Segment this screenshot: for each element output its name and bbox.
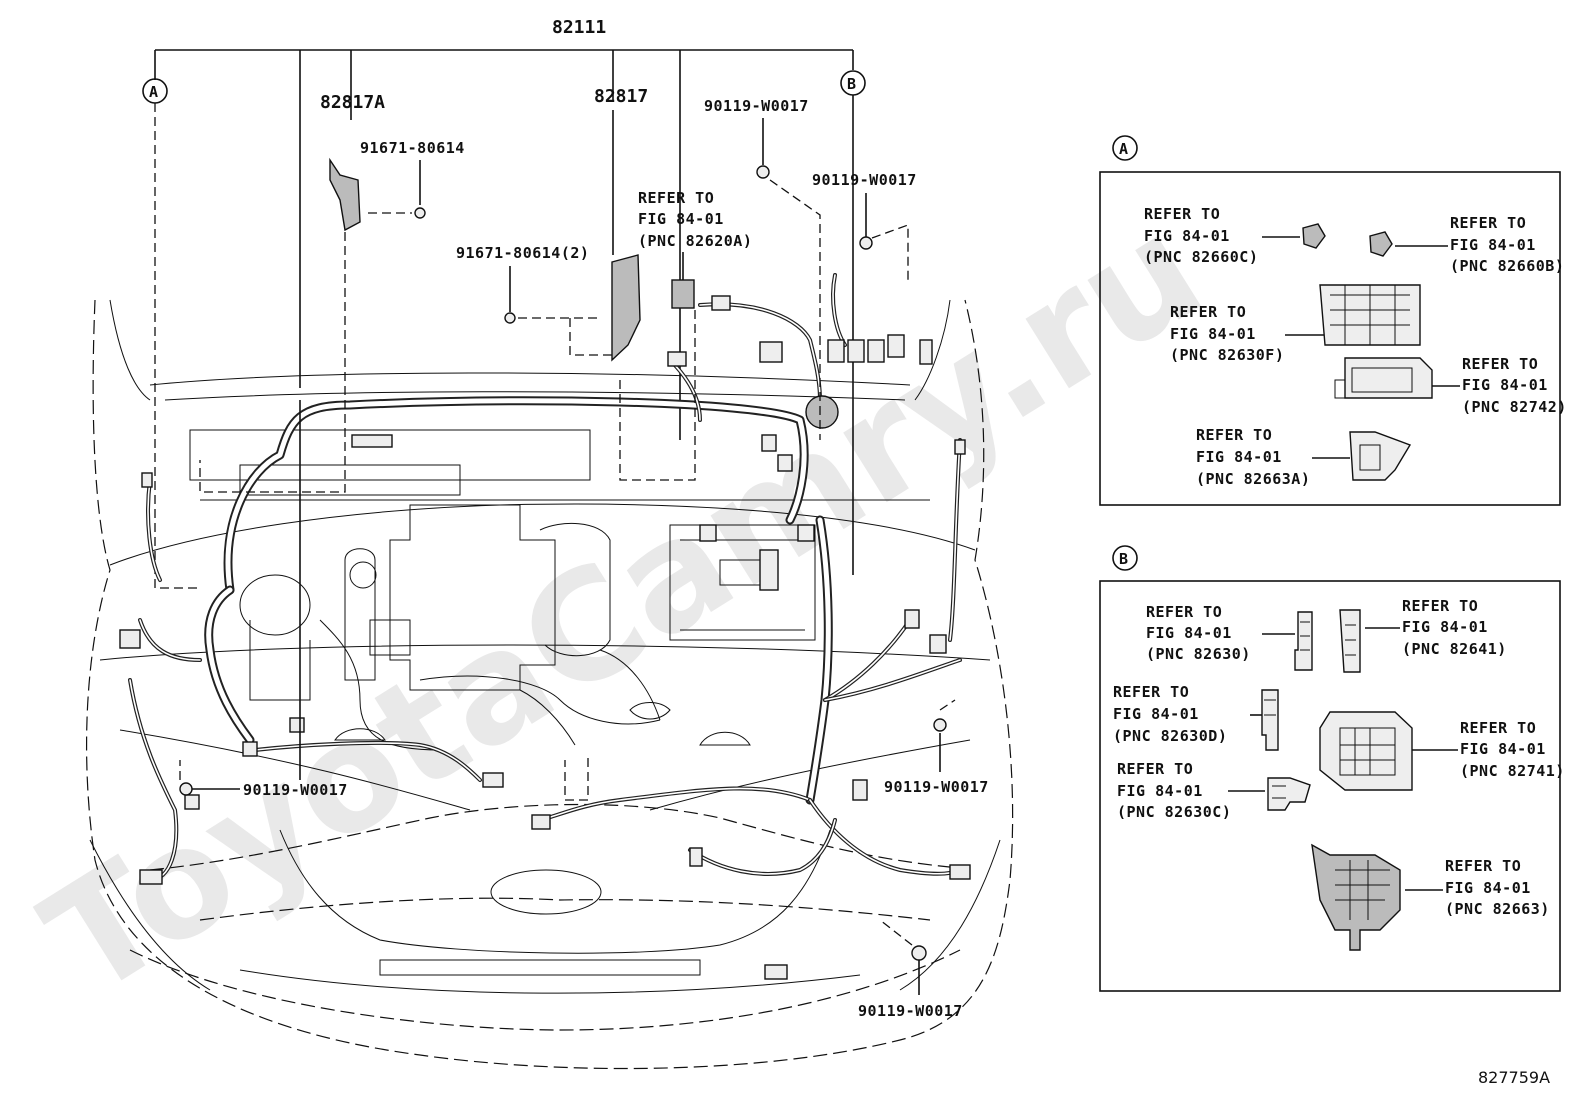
- panel-a-ref1-line2[interactable]: FIG 84-01: [1144, 227, 1230, 245]
- panel-b-ref3-line1[interactable]: REFER TO: [1113, 683, 1189, 701]
- detail-panel-a: A REFER TO FIG 84-01 (PNC 82660C) REFER …: [1099, 135, 1567, 506]
- label-82817a[interactable]: 82817A: [320, 92, 385, 113]
- panel-a-ref2-line3[interactable]: (PNC 82660B): [1450, 257, 1564, 275]
- harness-connectors: [119, 157, 971, 980]
- clamp-bolt-icon: [414, 207, 426, 219]
- panel-a-ref4-line2[interactable]: FIG 84-01: [1462, 376, 1548, 394]
- panel-a-ref5-line1[interactable]: REFER TO: [1196, 426, 1272, 444]
- panel-a-ref1-line3[interactable]: (PNC 82660C): [1144, 248, 1258, 266]
- panel-b-ref2-line1[interactable]: REFER TO: [1402, 597, 1478, 615]
- panel-b-ref6-line3[interactable]: (PNC 82663): [1445, 900, 1550, 918]
- panel-a-ref2-line1[interactable]: REFER TO: [1450, 214, 1526, 232]
- main-part-number[interactable]: 82111: [552, 17, 606, 38]
- ref-center-line2[interactable]: FIG 84-01: [638, 210, 724, 228]
- panel-a-ref1-line1[interactable]: REFER TO: [1144, 205, 1220, 223]
- vehicle-body-outline: [85, 299, 1014, 1070]
- callout-b-circle: [840, 70, 866, 96]
- connector-82641-icon: [1339, 609, 1361, 673]
- panel-b-frame: [1099, 580, 1561, 992]
- bolt-right-top-icon: [859, 236, 873, 250]
- panel-b-ref1-line1[interactable]: REFER TO: [1146, 603, 1222, 621]
- panel-b-ref4-line2[interactable]: FIG 84-01: [1460, 740, 1546, 758]
- connector-82630d-icon: [1261, 689, 1279, 751]
- panel-a-ref5-line3[interactable]: (PNC 82663A): [1196, 470, 1310, 488]
- panel-a-ref3-line1[interactable]: REFER TO: [1170, 303, 1246, 321]
- panel-b-ref1-line2[interactable]: FIG 84-01: [1146, 624, 1232, 642]
- panel-b-ref4-line3[interactable]: (PNC 82741): [1460, 762, 1565, 780]
- panel-b-ref5-line3[interactable]: (PNC 82630C): [1117, 803, 1231, 821]
- panel-a-ref3-line3[interactable]: (PNC 82630F): [1170, 346, 1284, 364]
- panel-b-ref3-line3[interactable]: (PNC 82630D): [1113, 727, 1227, 745]
- junction-block-82741-icon: [1319, 711, 1413, 791]
- callout-b-letter[interactable]: B: [847, 75, 857, 93]
- panel-b-ref6-line2[interactable]: FIG 84-01: [1445, 879, 1531, 897]
- bolt-top-icon: [756, 165, 770, 179]
- label-clamp-91671[interactable]: 91671-80614: [360, 139, 465, 157]
- panel-a-ref3-line2[interactable]: FIG 84-01: [1170, 325, 1256, 343]
- panel-a-ref2-line2[interactable]: FIG 84-01: [1450, 236, 1536, 254]
- label-bolt-left[interactable]: 90119-W0017: [243, 781, 348, 799]
- panel-b-ref4-line1[interactable]: REFER TO: [1460, 719, 1536, 737]
- label-82817[interactable]: 82817: [594, 86, 648, 107]
- bolt-bottom-icon: [911, 945, 927, 961]
- bolt-left-icon: [179, 782, 193, 796]
- connector-82630c-icon: [1267, 777, 1311, 811]
- panel-b-ref6-line1[interactable]: REFER TO: [1445, 857, 1521, 875]
- panel-a-letter[interactable]: A: [1119, 140, 1129, 158]
- figure-code: 827759A: [1478, 1068, 1550, 1087]
- panel-b-ref2-line3[interactable]: (PNC 82641): [1402, 640, 1507, 658]
- panel-a-ref4-line1[interactable]: REFER TO: [1462, 355, 1538, 373]
- panel-b-ref3-line2[interactable]: FIG 84-01: [1113, 705, 1199, 723]
- part-labels-main-view: 82817A 82817 91671-80614 91671-80614(2) …: [179, 86, 989, 1020]
- panel-b-callout: [1112, 545, 1138, 571]
- label-bolt-right-mid[interactable]: 90119-W0017: [884, 778, 989, 796]
- panel-b-ref5-line1[interactable]: REFER TO: [1117, 760, 1193, 778]
- grommet-icon: [1302, 223, 1326, 249]
- panel-a-callout: [1112, 135, 1138, 161]
- label-bolt-bottom[interactable]: 90119-W0017: [858, 1002, 963, 1020]
- label-bolt-right-top[interactable]: 90119-W0017: [812, 171, 917, 189]
- callout-a-letter[interactable]: A: [149, 83, 159, 101]
- grommet-b-icon: [1369, 231, 1393, 257]
- engine-components: [239, 504, 816, 751]
- ref-center-line3[interactable]: (PNC 82620A): [638, 232, 752, 250]
- panel-a-ref5-line2[interactable]: FIG 84-01: [1196, 448, 1282, 466]
- label-clamp-91671-2[interactable]: 91671-80614(2): [456, 244, 589, 262]
- panel-a-ref4-line3[interactable]: (PNC 82742): [1462, 398, 1567, 416]
- junction-box-cover-icon: [1334, 357, 1433, 399]
- bolt-right-mid-icon: [933, 718, 947, 732]
- relay-block-icon: [1319, 284, 1421, 346]
- engine-wire-harness: [128, 273, 962, 882]
- panel-b-ref5-line2[interactable]: FIG 84-01: [1117, 782, 1203, 800]
- clamp-2-bolt-icon: [504, 312, 516, 324]
- detail-panel-b: B REFER TO FIG 84-01 (PNC 82630) REFER T…: [1099, 545, 1565, 992]
- panel-a-frame: [1099, 171, 1561, 506]
- main-harness-leader: 82111 A B: [142, 17, 866, 589]
- panel-b-ref2-line2[interactable]: FIG 84-01: [1402, 618, 1488, 636]
- panel-b-ref1-line3[interactable]: (PNC 82630): [1146, 645, 1251, 663]
- connector-82630-icon: [1294, 611, 1313, 671]
- junction-block-82663-icon: [1311, 843, 1401, 951]
- panel-b-letter[interactable]: B: [1119, 550, 1129, 568]
- bracket-icon: [1349, 431, 1412, 481]
- ref-center-line1[interactable]: REFER TO: [638, 189, 714, 207]
- label-bolt-top[interactable]: 90119-W0017: [704, 97, 809, 115]
